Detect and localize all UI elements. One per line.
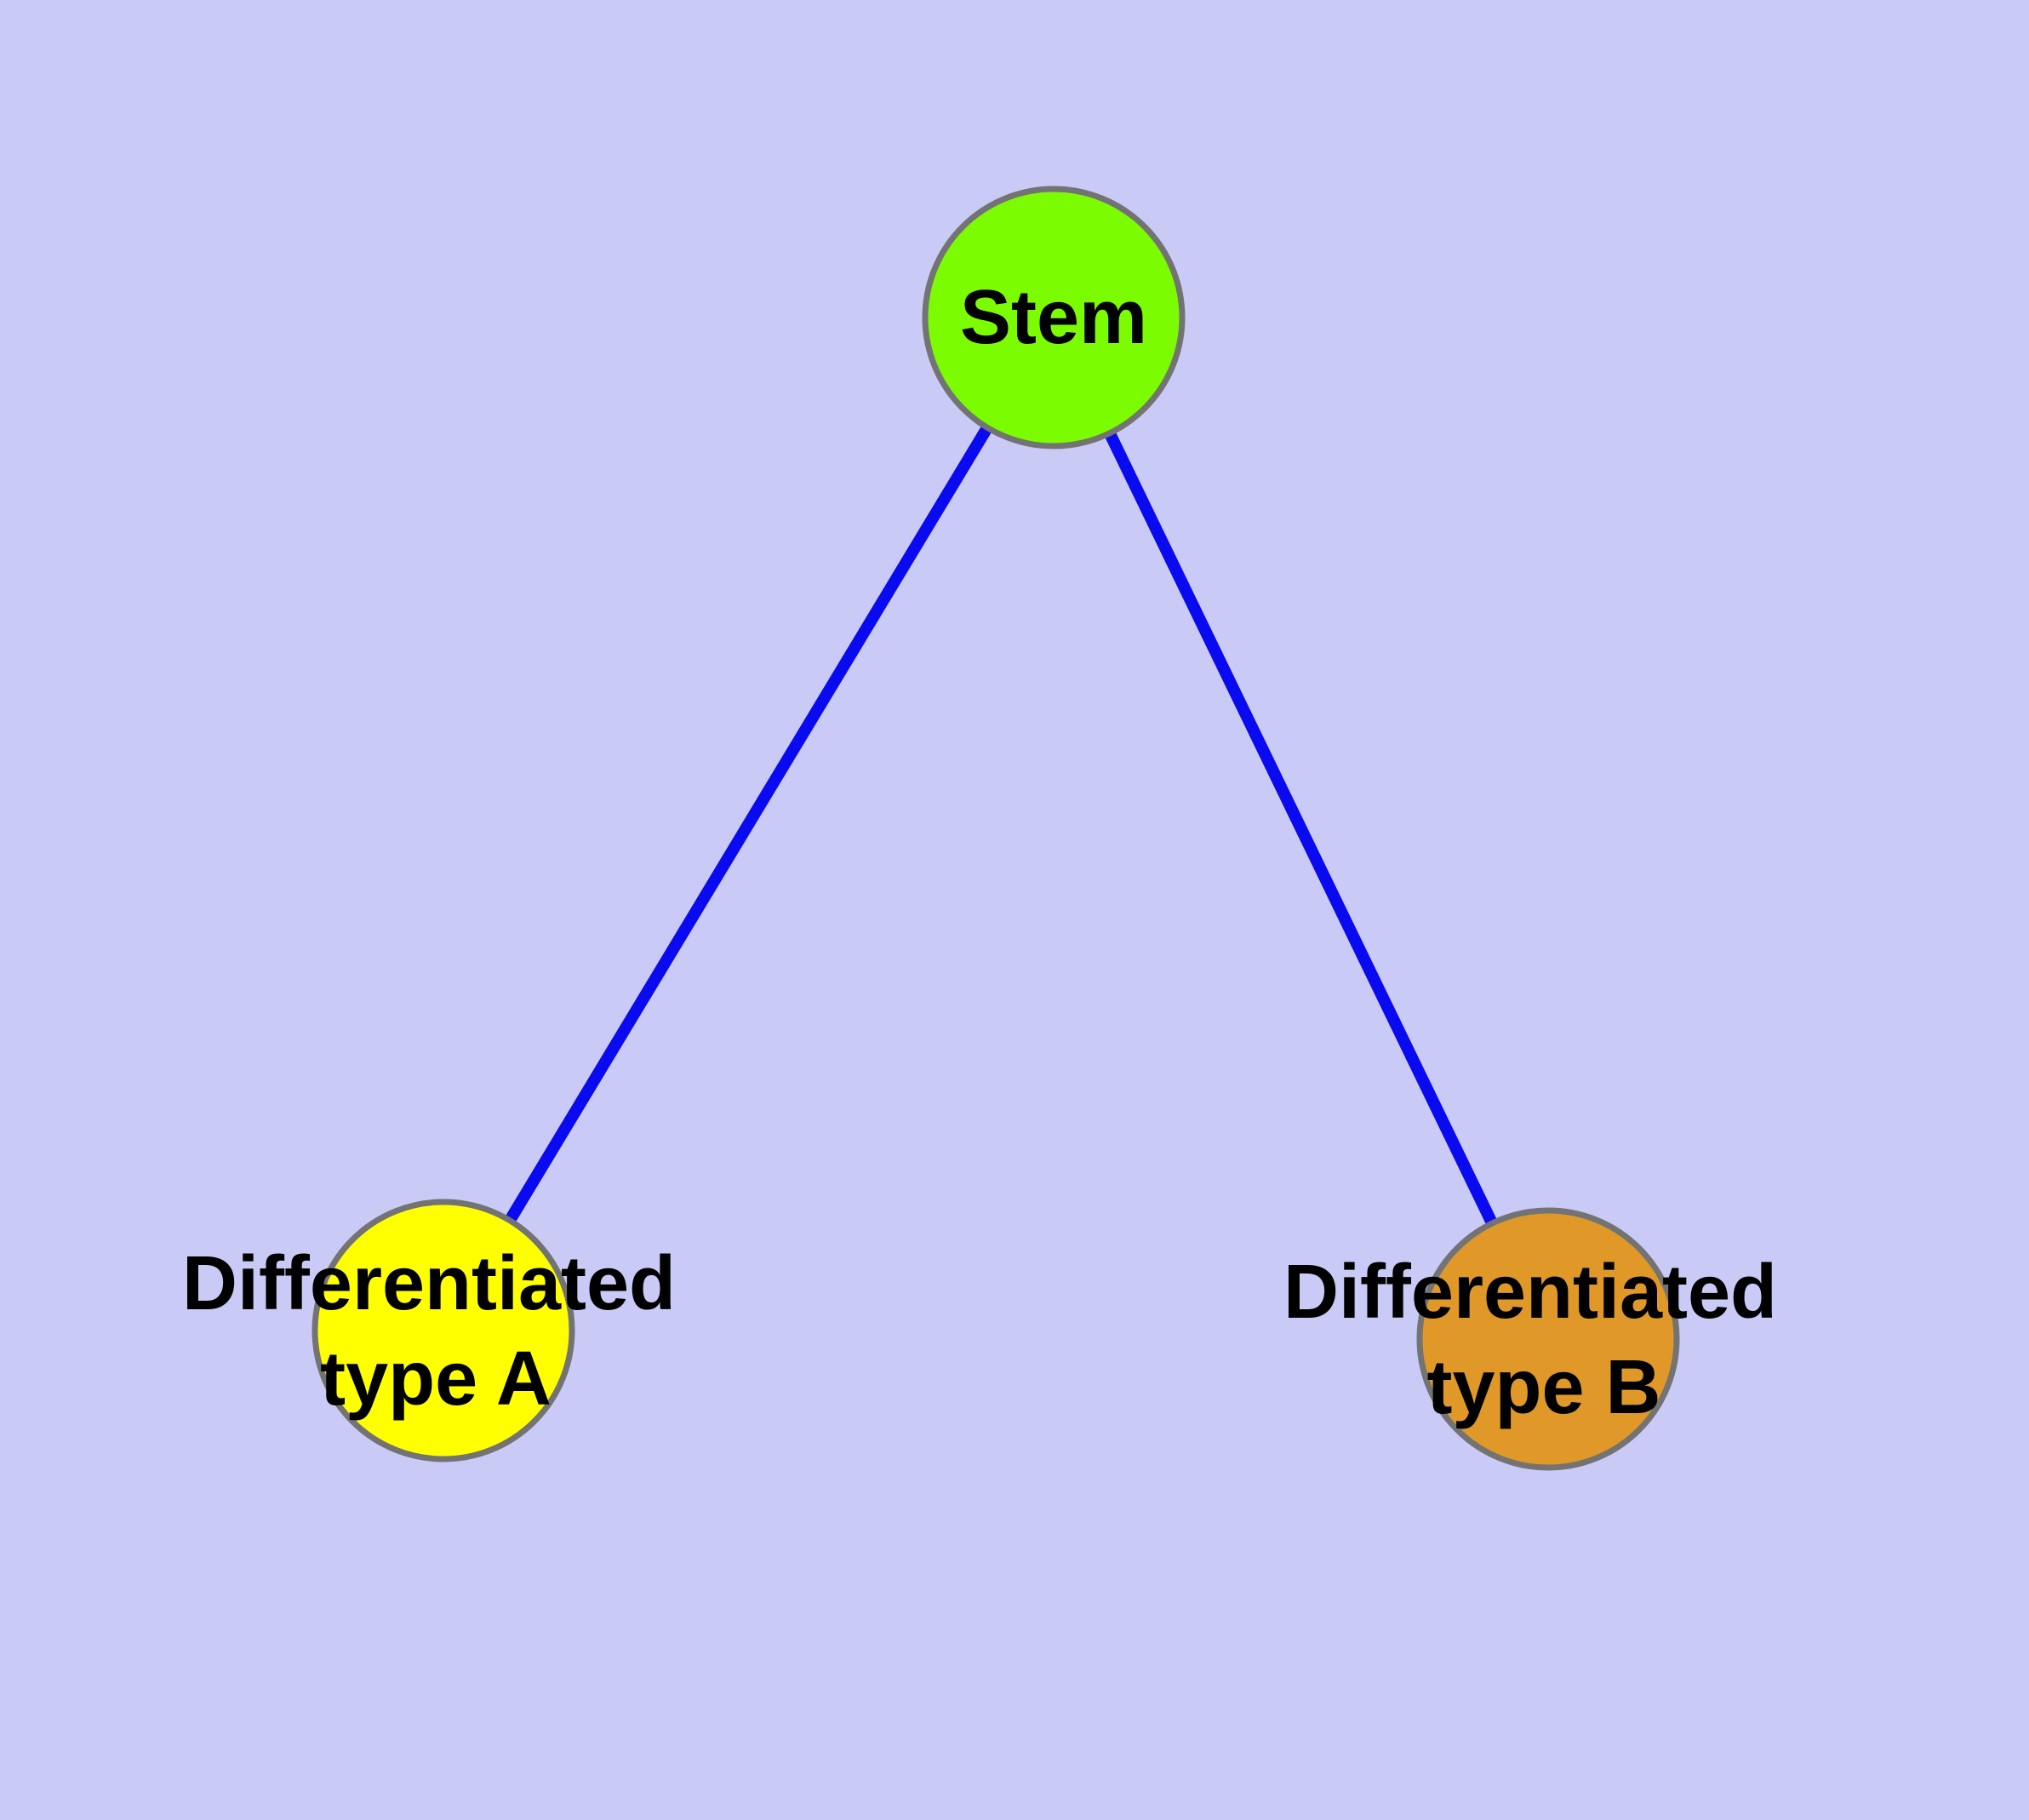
node-differentiated-type-a [311, 1199, 575, 1462]
node-type-a-label-line-1: Differentiated [182, 1241, 676, 1326]
edge-stem-to-type-a [438, 314, 1059, 1334]
node-type-b-label-line-2: type B [1426, 1345, 1660, 1430]
node-stem [922, 186, 1186, 449]
edge-stem-to-type-b [1048, 314, 1554, 1342]
node-type-b-label-line-1: Differentiated [1283, 1250, 1777, 1335]
node-stem-label: Stem [960, 275, 1147, 360]
node-type-a-label-line-2: type A [320, 1336, 552, 1422]
node-differentiated-type-b [1416, 1207, 1680, 1471]
